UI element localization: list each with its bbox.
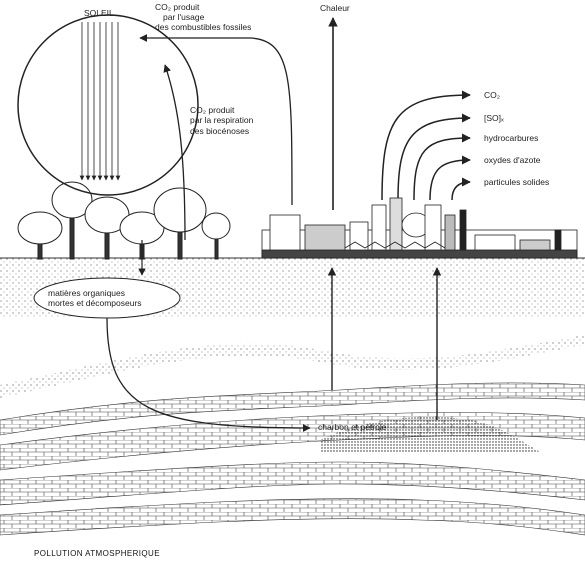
figure-caption: POLLUTION ATMOSPHERIQUE xyxy=(34,549,160,558)
emission-sox: [SO]ₓ xyxy=(484,113,504,123)
emission-nox: oxydes d'azote xyxy=(484,155,541,165)
co2-fossil-label: CO₂ produit par l'usage des combustibles… xyxy=(155,2,251,32)
factory xyxy=(261,197,578,259)
fossilization-arrow xyxy=(106,317,311,432)
emission-arrows xyxy=(381,90,471,201)
sun-cycle-circle xyxy=(17,14,199,196)
co2-respiration-arrow xyxy=(163,64,186,241)
strata xyxy=(0,335,585,536)
coal-oil-label: charbon et pétrole xyxy=(318,422,387,432)
emission-hydrocarbons: hydrocarbures xyxy=(484,133,538,143)
sun-label: SOLEIL xyxy=(84,8,114,18)
co2-fossil-arrow xyxy=(139,34,293,206)
organic-matter-label: matières organiques mortes et décomposeu… xyxy=(48,288,142,308)
emission-co2: CO₂ xyxy=(484,90,500,100)
emission-particles: particules solides xyxy=(484,177,549,187)
heat-label: Chaleur xyxy=(320,3,350,13)
sun-rays xyxy=(79,22,121,181)
co2-respiration-label: CO₂ produit par la respiration des biocé… xyxy=(190,105,256,136)
